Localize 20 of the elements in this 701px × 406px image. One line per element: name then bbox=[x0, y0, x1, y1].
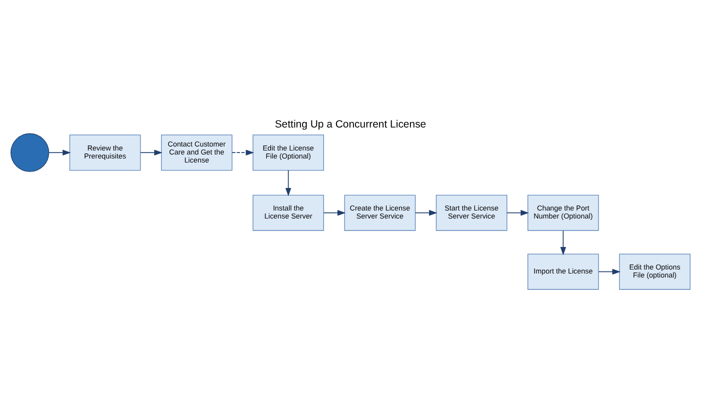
node-box: Change the Port Number (Optional) bbox=[528, 194, 599, 231]
arrow bbox=[232, 150, 254, 156]
arrow bbox=[48, 150, 71, 156]
node-box: Import the License bbox=[528, 254, 599, 290]
node-box: Edit the Options File (optional) bbox=[619, 254, 690, 290]
arrow bbox=[560, 230, 566, 256]
arrow bbox=[285, 170, 292, 196]
arrow bbox=[323, 210, 346, 216]
node-box: Create the License Server Service bbox=[344, 194, 416, 231]
node-person bbox=[10, 133, 50, 172]
node-box: Contact Customer Care and Get the License bbox=[161, 134, 232, 171]
node-box: Review the Prerequisites bbox=[69, 134, 141, 171]
arrow bbox=[140, 150, 162, 156]
arrow bbox=[598, 268, 621, 275]
arrow bbox=[414, 210, 438, 216]
node-box: Start the License Server Service bbox=[436, 194, 508, 231]
arrow bbox=[506, 210, 529, 216]
node-box: Install the License Server bbox=[252, 194, 324, 231]
node-box: Edit the License File (Optional) bbox=[252, 134, 324, 171]
diagram-title: Setting Up a Concurrent License bbox=[274, 120, 426, 131]
